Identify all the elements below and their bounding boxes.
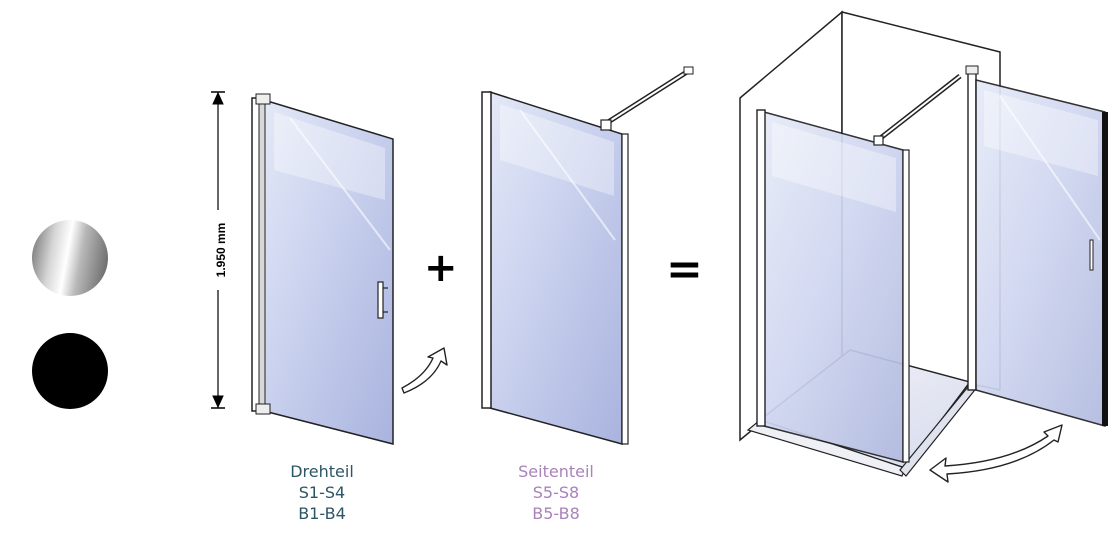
chrome-finish-swatch (32, 220, 108, 296)
equals-sign: = (666, 244, 703, 295)
assembled-shower-drawing (739, 10, 1108, 477)
rotation-arrow-small (401, 347, 448, 394)
rotation-arrow-large (929, 424, 1063, 483)
seitenteil-code-b: B5-B8 (532, 504, 580, 523)
drehteil-label: Drehteil S1-S4 B1-B4 (257, 461, 387, 524)
height-dimension-line (211, 91, 225, 409)
drehteil-door-drawing (251, 93, 394, 445)
seitenteil-label: Seitenteil S5-S8 B5-B8 (491, 461, 621, 524)
height-dimension-label: 1.950 mm (214, 222, 228, 278)
plus-sign: + (424, 245, 458, 291)
seitenteil-code-s: S5-S8 (532, 483, 580, 502)
seitenteil-panel-drawing (481, 66, 694, 445)
drehteil-title: Drehteil (290, 462, 354, 481)
black-finish-swatch (32, 333, 108, 409)
drehteil-code-b: B1-B4 (298, 504, 346, 523)
drehteil-code-s: S1-S4 (298, 483, 346, 502)
seitenteil-title: Seitenteil (518, 462, 594, 481)
